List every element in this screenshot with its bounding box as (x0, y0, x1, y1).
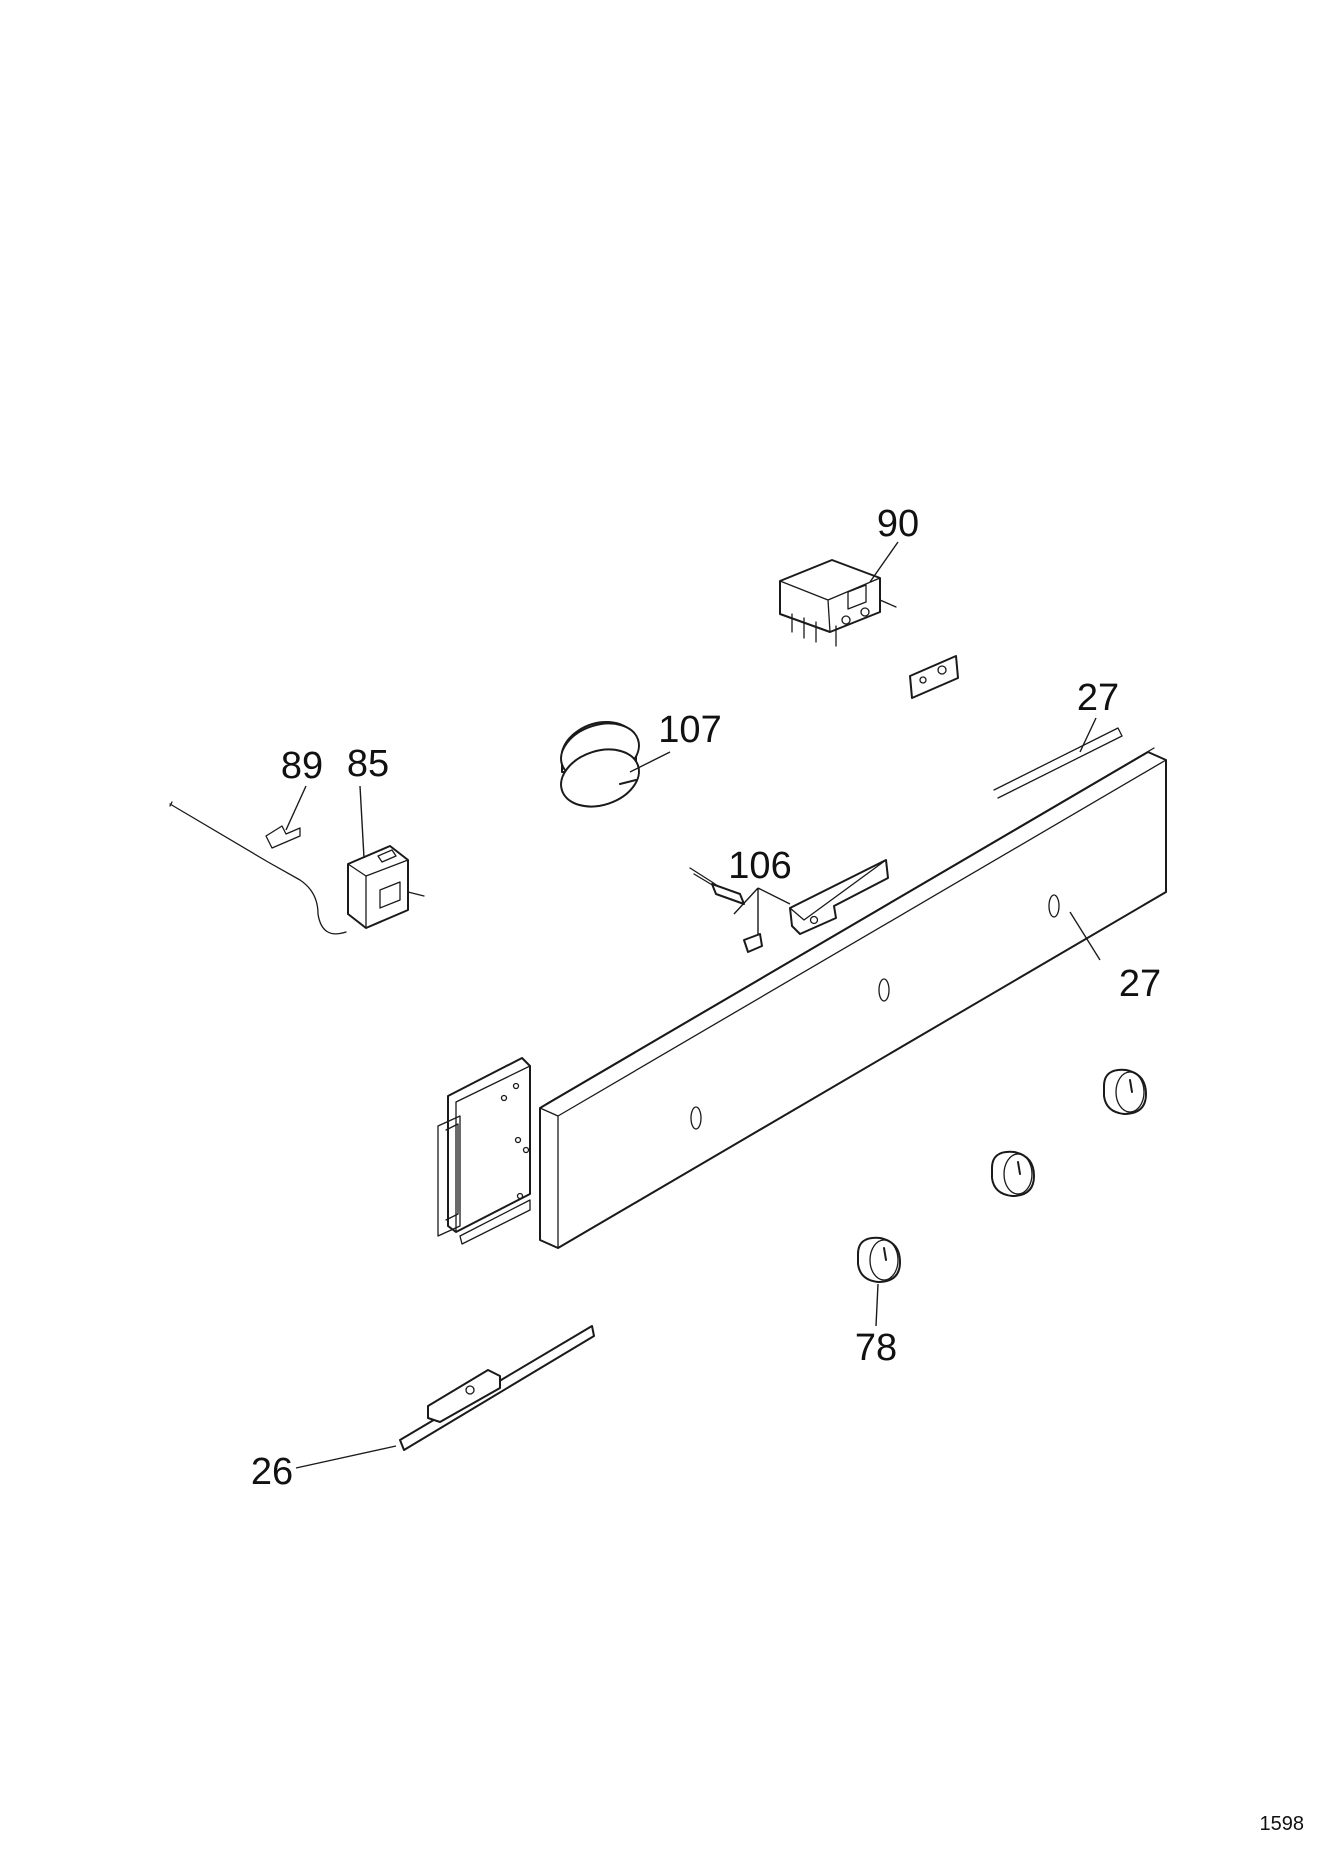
part-106-lamp-bracket (789, 859, 889, 935)
callout-26: 26 (251, 1451, 293, 1493)
part-27-seal-strip (993, 727, 1123, 799)
callout-89: 89 (281, 745, 323, 787)
leader-27-top (1079, 717, 1097, 753)
part-85-thermostat (347, 845, 425, 929)
panel-end-bracket (437, 1057, 531, 1245)
part-89-probe-clip (265, 825, 301, 849)
leader-27-side (1069, 911, 1101, 961)
control-panel (539, 747, 1167, 1249)
part-90-mounting-bracket (909, 655, 959, 699)
part-78-control-knob (857, 1236, 901, 1283)
part-78-control-knob (991, 1150, 1035, 1197)
callout-106: 106 (728, 845, 791, 887)
part-85-capillary-tube (169, 801, 347, 935)
callout-27-top: 27 (1077, 677, 1119, 719)
part-107-timer (560, 721, 640, 808)
leader-89 (285, 785, 307, 831)
callout-27-side: 27 (1119, 963, 1161, 1005)
leader-90 (869, 541, 899, 583)
part-106-switch (689, 867, 763, 953)
leader-106 (733, 887, 791, 934)
part-78-control-knob (1103, 1068, 1147, 1115)
knob-hole (878, 978, 890, 1002)
knob-hole (1048, 894, 1060, 918)
callout-78: 78 (855, 1327, 897, 1369)
callout-107: 107 (658, 709, 721, 751)
callout-85: 85 (347, 743, 389, 785)
callout-90: 90 (877, 503, 919, 545)
part-26-trim-strip (399, 1325, 595, 1451)
page-number: 1598 (1260, 1813, 1305, 1835)
leader-lines (285, 541, 1101, 1469)
knob-hole (690, 1106, 702, 1130)
part-90-selector-switch (779, 559, 897, 647)
leader-107 (629, 751, 671, 773)
leader-78 (875, 1283, 879, 1327)
leader-85 (359, 785, 365, 859)
leader-26 (295, 1445, 397, 1469)
